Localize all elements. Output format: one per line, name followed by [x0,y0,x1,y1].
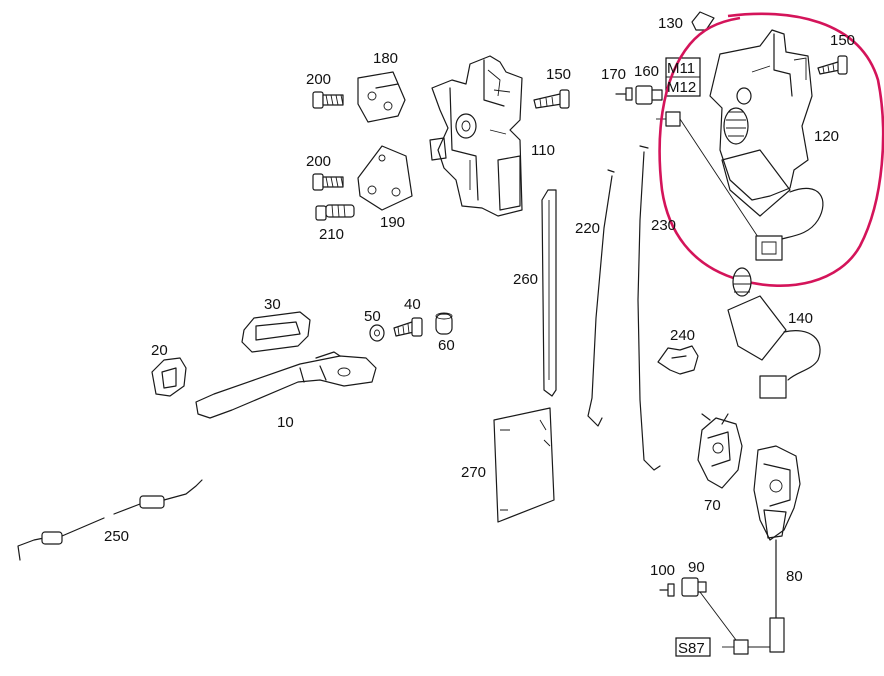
label-20: 20 [151,342,168,359]
switch-90 [681,577,707,597]
label-120: 120 [814,128,839,145]
clip-130 [691,11,715,31]
label-230: 230 [651,217,676,234]
switch-160 [635,85,663,105]
actuator-120 [709,29,824,261]
latch-80 [753,445,801,653]
label-s87: S87 [678,640,705,657]
sheet-270 [493,407,555,523]
label-220: 220 [575,220,600,237]
label-250: 250 [104,528,129,545]
label-100: 100 [650,562,675,579]
label-150-middle: 150 [546,66,571,83]
rod-220 [587,169,615,427]
label-m11: M11 [667,60,695,77]
screw-40 [393,317,423,337]
label-80: 80 [786,568,803,585]
label-270: 270 [461,464,486,481]
label-30: 30 [264,296,281,313]
connector-100 [659,583,675,597]
label-130: 130 [658,15,683,32]
washer-50 [369,324,385,342]
screw-150-top-right [817,55,848,75]
plate-190 [357,145,413,211]
rod-230 [637,145,661,471]
label-160: 160 [634,63,659,80]
hinge-plate-180 [357,71,406,123]
screw-200-top [312,91,344,109]
pin-210 [315,204,355,221]
clip-240 [657,345,699,375]
label-m12: M12 [667,79,696,96]
label-190: 190 [380,214,405,231]
label-260: 260 [513,271,538,288]
actuator-140 [727,267,821,399]
connector-block [665,111,681,127]
door-lock-110 [429,55,523,217]
label-170: 170 [601,66,626,83]
s87-box [675,637,711,657]
label-150-top-right: 150 [830,32,855,49]
door-handle-10 [195,351,377,419]
label-240: 240 [670,327,695,344]
seal-30 [241,311,311,353]
label-60: 60 [438,337,455,354]
connector-170 [615,87,633,101]
screw-200-lower [312,173,344,191]
highlight-circle [658,12,884,287]
bushing-60 [435,312,453,335]
label-110: 110 [531,142,555,159]
label-200-top: 200 [306,71,331,88]
label-210: 210 [319,226,344,243]
cable-250 [17,479,203,561]
label-90: 90 [688,559,705,576]
label-50: 50 [364,308,381,325]
label-140: 140 [788,310,813,327]
label-10: 10 [277,414,294,431]
label-70: 70 [704,497,721,514]
label-180: 180 [373,50,398,67]
label-40: 40 [404,296,421,313]
latch-70 [697,413,743,489]
cap-20 [151,357,187,397]
screw-150-middle [533,89,570,109]
connector-block-s87 [733,639,749,655]
strip-260 [541,189,557,397]
label-200-lower: 200 [306,153,331,170]
